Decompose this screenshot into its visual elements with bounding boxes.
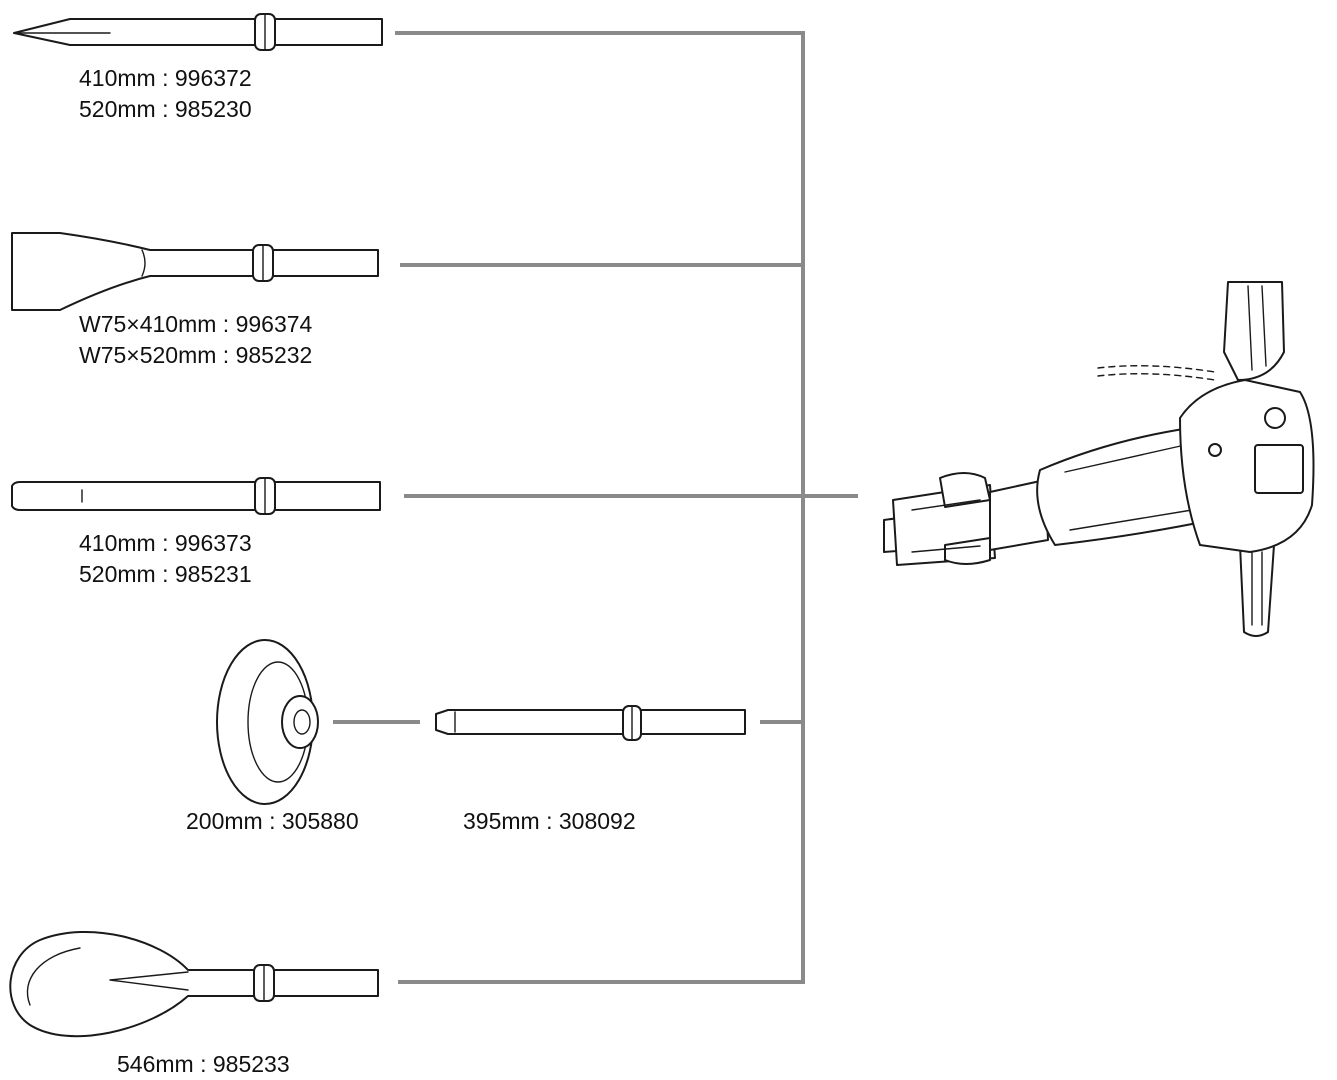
part-number-line: 520mm : 985230	[79, 96, 252, 122]
part-label-clay-spade: 546mm : 985233	[117, 1049, 290, 1080]
clay-spade-icon	[9, 931, 379, 1038]
demolition-hammer-icon	[883, 281, 1315, 637]
part-number-line: 410mm : 996373	[79, 530, 252, 556]
part-number-line: 520mm : 985231	[79, 561, 252, 587]
connector-lines	[333, 31, 858, 984]
tamper-plate-icon	[216, 639, 319, 805]
part-number-line: 395mm : 308092	[463, 808, 636, 834]
part-label-tamper-plate: 200mm : 305880	[186, 806, 359, 837]
part-number-line: W75×520mm : 985232	[79, 342, 313, 368]
bull-point-icon	[13, 13, 383, 51]
part-label-shank-rod: 395mm : 308092	[463, 806, 636, 837]
connector-trunk	[395, 31, 805, 984]
part-number-line: 410mm : 996372	[79, 65, 252, 91]
part-label-scaling-chisel: W75×410mm : 996374 W75×520mm : 985232	[79, 309, 312, 371]
part-number-line: 200mm : 305880	[186, 808, 359, 834]
shank-rod-icon	[435, 705, 746, 741]
part-label-bull-point: 410mm : 996372 520mm : 985230	[79, 63, 252, 125]
part-number-line: 546mm : 985233	[117, 1051, 290, 1077]
part-label-cold-chisel: 410mm : 996373 520mm : 985231	[79, 528, 252, 590]
part-number-line: W75×410mm : 996374	[79, 311, 313, 337]
scaling-chisel-icon	[11, 232, 379, 311]
cold-chisel-icon	[11, 477, 381, 515]
